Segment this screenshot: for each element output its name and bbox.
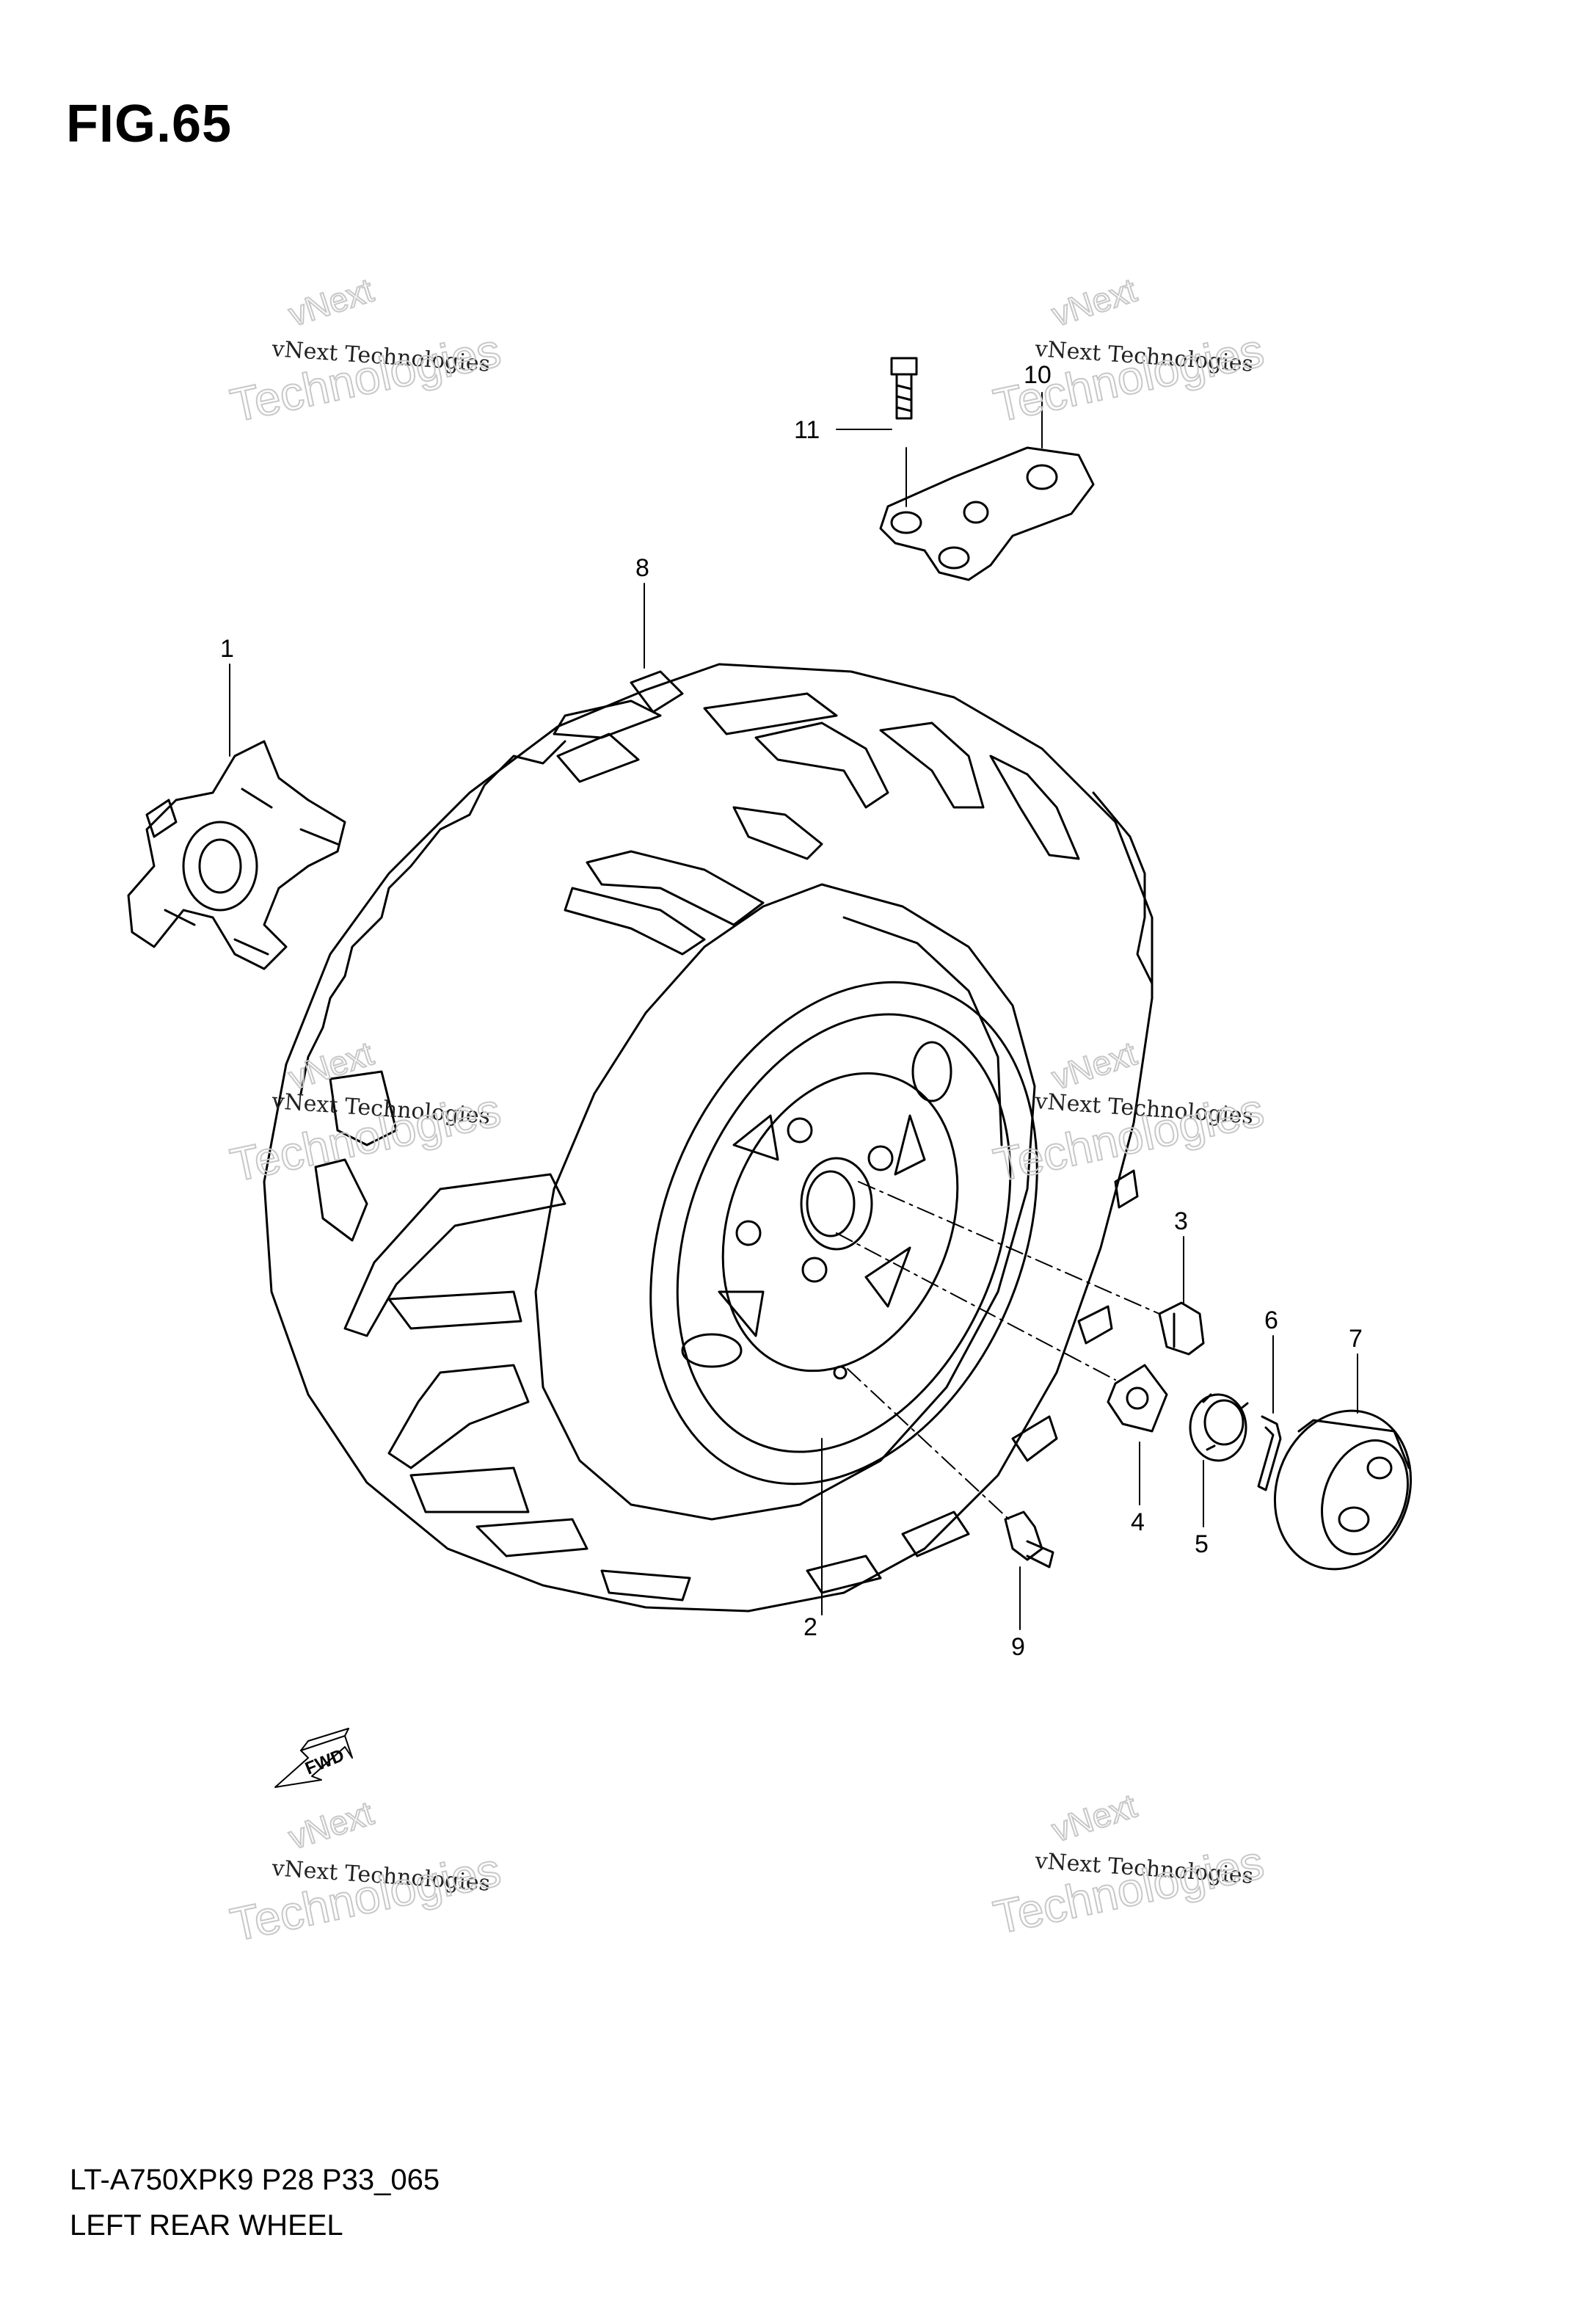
watermark-top-right: vNext vNext Technologies Technologies bbox=[988, 270, 1269, 433]
callout-6: 6 bbox=[1264, 1306, 1278, 1334]
svg-text:Technologies: Technologies bbox=[989, 324, 1268, 432]
diagram-name: LEFT REAR WHEEL bbox=[70, 2209, 343, 2242]
callout-5: 5 bbox=[1195, 1530, 1209, 1558]
svg-text:vNext: vNext bbox=[1047, 1034, 1141, 1097]
diagram-code: LT-A750XPK9 P28 P33_065 bbox=[70, 2164, 440, 2196]
callout-8: 8 bbox=[635, 554, 649, 582]
callout-2: 2 bbox=[804, 1613, 817, 1641]
rim bbox=[649, 981, 1038, 1486]
bracket bbox=[879, 446, 1095, 581]
wheel-hub bbox=[127, 740, 346, 970]
svg-text:vNext: vNext bbox=[1047, 271, 1141, 334]
svg-text:Technologies: Technologies bbox=[226, 324, 505, 432]
nut bbox=[1158, 1301, 1205, 1356]
washer bbox=[1107, 1364, 1168, 1433]
watermark-bottom-left: vNext vNext Technologies Technologies bbox=[225, 1793, 506, 1952]
svg-text:vNext: vNext bbox=[284, 271, 378, 334]
bolt bbox=[890, 357, 918, 420]
callout-4: 4 bbox=[1131, 1508, 1145, 1536]
valve-stem bbox=[1004, 1511, 1054, 1568]
castle-nut bbox=[1189, 1393, 1249, 1462]
svg-text:Technologies: Technologies bbox=[989, 1836, 1268, 1944]
callout-7: 7 bbox=[1349, 1325, 1363, 1353]
svg-text:Technologies: Technologies bbox=[226, 1843, 505, 1952]
figure-title: FIG.65 bbox=[66, 95, 233, 153]
svg-text:vNext: vNext bbox=[284, 1794, 378, 1857]
tire bbox=[263, 663, 1154, 1613]
watermark-bottom-right: vNext vNext Technologies Technologies bbox=[988, 1786, 1269, 1945]
callout-11: 11 bbox=[794, 416, 820, 444]
callout-9: 9 bbox=[1011, 1633, 1025, 1661]
fwd-arrow bbox=[274, 1728, 353, 1788]
svg-text:vNext: vNext bbox=[1047, 1786, 1141, 1850]
watermark-mid-left: vNext vNext Technologies Technologies bbox=[225, 1033, 506, 1193]
cotter-pin bbox=[1257, 1415, 1282, 1491]
watermark-top-left: vNext vNext Technologies Technologies bbox=[225, 270, 506, 433]
hub-cap bbox=[1273, 1409, 1413, 1571]
callout-3: 3 bbox=[1174, 1207, 1188, 1235]
callout-10: 10 bbox=[1024, 361, 1052, 389]
callout-1: 1 bbox=[220, 635, 234, 663]
